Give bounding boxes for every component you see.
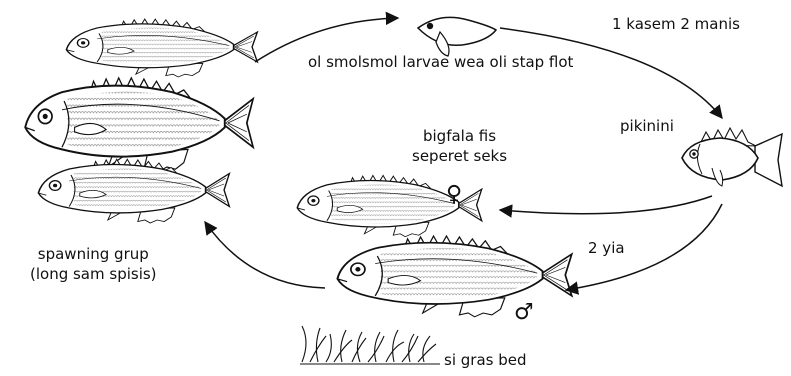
spawning-label-line-1: spawning grup	[30, 244, 157, 264]
duration-years-label: 2 yia	[588, 238, 625, 258]
spawning-fish-bottom	[38, 159, 229, 223]
adult-label-line-1: bigfala fis	[412, 126, 507, 146]
adult-label-line-2: seperet seks	[412, 146, 507, 166]
larva-drawing	[418, 17, 496, 56]
male-fish	[337, 236, 571, 317]
arrow-juvenile-to-female	[500, 196, 712, 214]
adult-label: bigfala fis seperet seks	[412, 126, 507, 166]
spawning-label: spawning grup (long sam spisis)	[30, 244, 157, 284]
spawning-fish-top	[66, 19, 257, 77]
duration-month-label: 1 kasem 2 manis	[612, 14, 740, 34]
seagrass-label: si gras bed	[444, 350, 527, 370]
female-symbol: ♀	[446, 184, 462, 206]
spawning-fish-middle	[25, 78, 253, 171]
spawning-label-line-2: (long sam spisis)	[30, 264, 157, 284]
juvenile-fish-drawing	[682, 128, 782, 186]
seagrass-drawing	[300, 326, 440, 364]
juvenile-label: pikinini	[620, 116, 674, 136]
larvae-label: ol smolsmol larvae wea oli stap flot	[308, 52, 573, 72]
arrow-larvae-to-juvenile	[500, 28, 722, 118]
arrow-adults-to-spawning	[205, 222, 325, 288]
male-symbol: ♂	[514, 302, 534, 324]
